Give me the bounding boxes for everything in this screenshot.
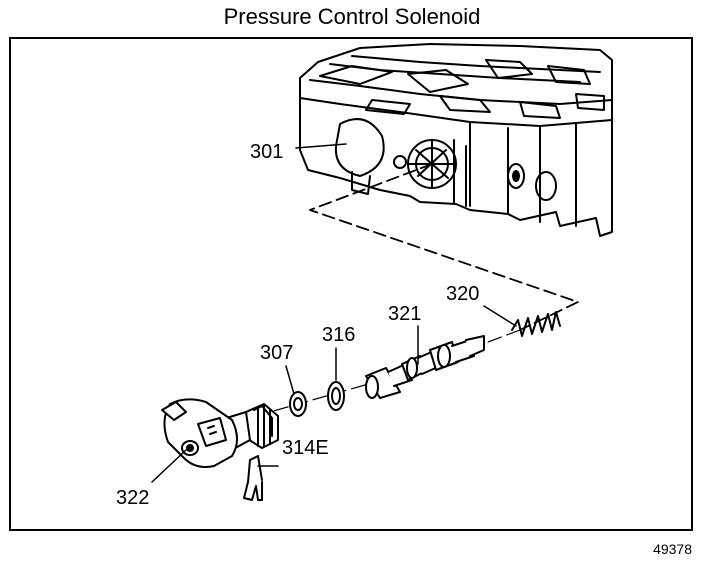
valve [365,335,485,399]
solenoid [161,398,279,468]
callout-316: 316 [322,324,355,346]
callout-320: 320 [446,283,479,305]
leader-lines [151,143,517,483]
assembly-line [309,163,579,331]
figure-number: 49378 [653,541,692,557]
callout-307: 307 [260,342,293,364]
callout-314e: 314E [282,437,329,459]
seal-ring [327,381,345,411]
diagram-frame [9,37,693,531]
retainer-clip [243,455,263,501]
o-ring [289,391,307,417]
diagram-title: Pressure Control Solenoid [223,4,481,29]
spring [511,311,561,337]
valve-body [299,43,613,237]
axis-line [269,329,521,413]
callout-322: 322 [116,487,149,509]
callout-301: 301 [250,141,283,163]
callout-321: 321 [388,303,421,325]
